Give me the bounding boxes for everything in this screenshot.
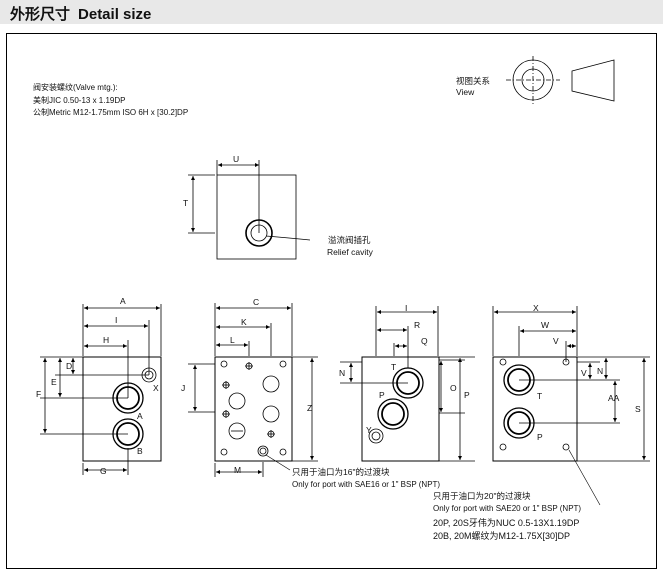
block-2 [188, 303, 318, 477]
dim-x-2: X [533, 303, 539, 313]
dim-aa: AA [608, 393, 620, 403]
title-cn: 外形尺寸 [10, 6, 71, 23]
dim-n-1: N [339, 368, 345, 378]
section-header: 外形尺寸 Detail size [0, 0, 663, 24]
dim-v-1: V [553, 336, 559, 346]
port-x-1: X [153, 383, 159, 393]
dim-z: Z [307, 403, 312, 413]
view-label-cn: 视图关系 [456, 76, 490, 86]
dim-j: J [181, 383, 185, 393]
relief-label-en: Relief cavity [327, 247, 374, 257]
note-20-en: Only for port with SAE20 or 1" BSP (NPT) [433, 504, 581, 513]
dim-r: R [414, 320, 420, 330]
view-label-en: View [456, 87, 475, 97]
block-3 [340, 306, 475, 462]
note-16-en: Only for port with SAE16 or 1" BSP (NPT) [292, 480, 440, 489]
title-en: Detail size [78, 6, 152, 23]
block-4 [492, 306, 650, 506]
port-a: A [137, 411, 143, 421]
dim-m: M [234, 465, 241, 475]
dim-i-2: I [405, 303, 407, 313]
dim-l: L [230, 335, 235, 345]
view-symbol [506, 56, 615, 104]
note-16-cn: 只用于油口为16"的过渡块 [292, 467, 390, 477]
drawing-frame [6, 33, 657, 569]
dim-s: S [635, 404, 641, 414]
dim-f: F [36, 389, 41, 399]
port-b: B [137, 446, 143, 456]
valve-mtg-line2: 公制Metric M12-1.75mm ISO 6H x [30.2]DP [33, 107, 188, 117]
dim-c: C [253, 297, 259, 307]
dim-p: P [464, 390, 470, 400]
valve-mtg-heading: 阀安装螺纹(Valve mtg.): [33, 82, 118, 92]
relief-label-cn: 溢流阀插孔 [328, 235, 371, 245]
dim-v-2: V [581, 368, 587, 378]
port-t-2: T [537, 391, 542, 401]
port-y: Y [366, 425, 372, 435]
dim-h: H [103, 335, 109, 345]
dim-o: O [450, 383, 457, 393]
dim-d: D [66, 361, 72, 371]
valve-mtg-line1: 美制JIC 0.50-13 x 1.19DP [33, 95, 125, 105]
port-p-2: P [537, 432, 543, 442]
note-20-cn: 只用于油口为20"的过渡块 [433, 491, 531, 501]
section-title: 外形尺寸 Detail size [10, 3, 151, 24]
dim-q: Q [421, 336, 428, 346]
block-1 [40, 304, 162, 475]
dim-i-1: I [115, 315, 117, 325]
port-p-1: P [379, 390, 385, 400]
dim-a: A [120, 296, 126, 306]
dim-g: G [100, 466, 107, 476]
port-t-1: T [391, 362, 396, 372]
dim-u: U [233, 154, 239, 164]
top-view [188, 160, 311, 260]
note-thread-1: 20P, 20S牙伟为NUC 0.5-13X1.19DP [433, 517, 579, 528]
dim-w: W [541, 320, 549, 330]
dim-t: T [183, 198, 188, 208]
note-thread-2: 20B, 20M螺纹为M12-1.75X[30]DP [433, 530, 570, 541]
dim-k: K [241, 317, 247, 327]
dim-e: E [51, 377, 57, 387]
dim-n-2: N [597, 366, 603, 376]
